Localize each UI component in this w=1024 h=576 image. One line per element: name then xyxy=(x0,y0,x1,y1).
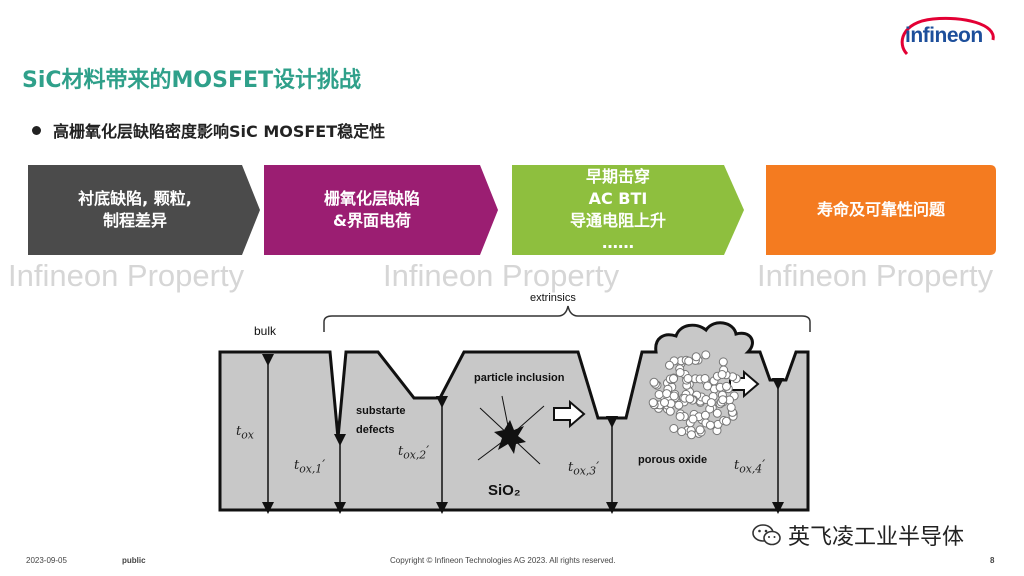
diagram-graphics xyxy=(218,305,811,514)
flow-step-2-text: 栅氧化层缺陷 &界面电荷 xyxy=(323,189,420,230)
tox4-label: tox,4′ xyxy=(734,458,766,476)
wechat-icon xyxy=(752,524,781,546)
flow-step-4-shape xyxy=(766,165,996,255)
infineon-logo: infineon xyxy=(893,14,999,64)
oxide-layer xyxy=(218,321,810,512)
footer-classification: public xyxy=(122,556,146,565)
logo-text: infineon xyxy=(905,24,983,47)
watermark-right: Infineon Property xyxy=(757,258,994,293)
porous-oxide-icon xyxy=(648,350,741,440)
flow-step-1-shape xyxy=(28,165,260,255)
substrate-defects-label: substarte defects xyxy=(356,405,406,436)
bulk-label: bulk xyxy=(254,324,277,338)
logo-swoosh-icon xyxy=(900,16,995,56)
wechat-account-name: 英飞凌工业半导体 xyxy=(788,525,965,550)
watermark-left: Infineon Property xyxy=(8,258,245,293)
tox-label: tox xyxy=(236,424,254,442)
flow-step-1-text: 衬底缺陷, 颗粒, 制程差异 xyxy=(78,189,192,230)
tox2-label: tox,2′ xyxy=(398,444,430,462)
oxide-defect-diagram: extrinsics bulk substarte defects partic… xyxy=(218,288,818,516)
particle-icon xyxy=(477,395,545,465)
flow-step-2-shape xyxy=(264,165,498,255)
tox3-label: tox,3′ xyxy=(568,460,600,478)
hollow-arrow-1 xyxy=(553,399,586,429)
watermark-center: Infineon Property xyxy=(383,258,620,293)
footer-date: 2023-09-05 xyxy=(26,556,67,565)
flow-step-4-text: 寿命及可靠性问题 xyxy=(816,200,945,219)
process-flow: 衬底缺陷, 颗粒, 制程差异 栅氧化层缺陷 &界面电荷 早期击穿 AC BTI … xyxy=(28,165,998,255)
bullet-dot xyxy=(32,125,41,135)
sio2-label: SiO₂ xyxy=(488,482,521,499)
particle-inclusion-label: particle inclusion xyxy=(474,372,565,384)
extrinsics-brace xyxy=(323,305,811,332)
tox1-label: tox,1′ xyxy=(294,458,326,476)
footer-copyright: Copyright © Infineon Technologies AG 202… xyxy=(390,556,616,565)
flow-shapes xyxy=(28,165,996,255)
flow-step-3-text: 早期击穿 AC BTI 导通电阻上升 …… xyxy=(569,167,666,252)
bullet-text: 高栅氧化层缺陷密度影响SiC MOSFET稳定性 xyxy=(53,122,386,141)
wechat-account: 英飞凌工业半导体 xyxy=(752,519,964,551)
bullet-item: 高栅氧化层缺陷密度影响SiC MOSFET稳定性 xyxy=(32,118,385,142)
footer-page-number: 8 xyxy=(990,556,995,565)
flow-step-3-shape xyxy=(512,165,744,255)
slide-title: SiC材料带来的MOSFET设计挑战 xyxy=(22,68,362,93)
extrinsics-label: extrinsics xyxy=(530,292,576,304)
porous-oxide-label: porous oxide xyxy=(638,454,708,466)
